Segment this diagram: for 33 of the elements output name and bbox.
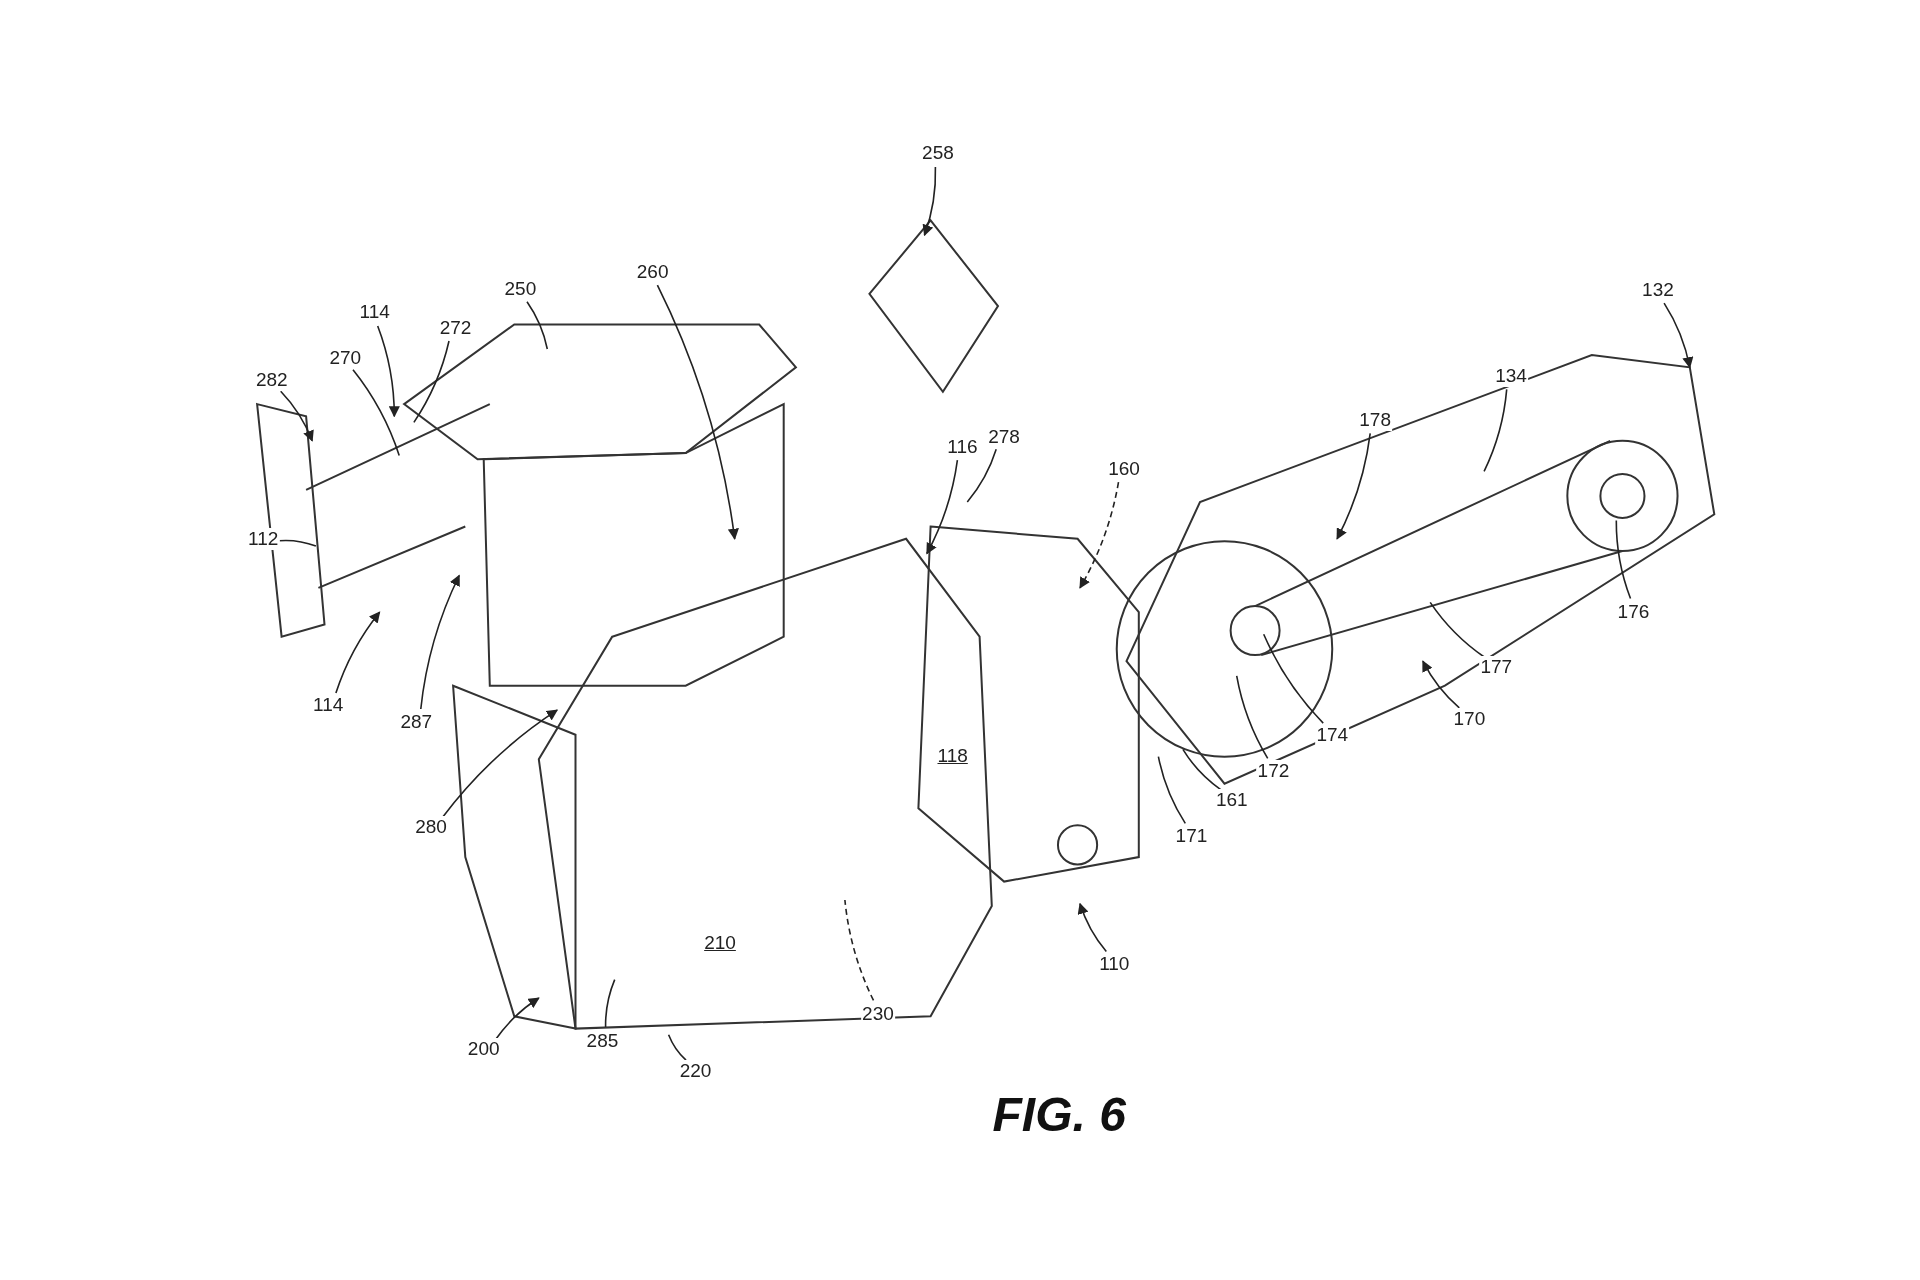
leader-line [844,899,875,1002]
leader-line [1429,601,1486,659]
part-label: 210 [704,931,736,954]
reference-numeral: 112 [247,527,280,550]
leader-line [667,1033,687,1061]
leader-arrow [656,284,739,540]
leader-line [1262,633,1324,724]
leader-line [352,369,400,457]
leader-arrow [279,390,314,442]
leader-arrow [335,611,381,694]
leader-line [413,340,450,424]
leader-line [1235,675,1269,760]
leader-arrow [442,709,559,818]
figure-caption: FIG. 6 [992,1086,1126,1142]
leader-line [1182,748,1222,791]
leader-arrow [1663,302,1694,369]
leader-arrow [420,574,460,710]
leader-arrow [1077,902,1108,953]
leader-line [526,301,549,350]
leader-arrow [926,459,959,555]
leader-arrow [1422,660,1461,709]
leader-arrow [494,997,540,1041]
leader-line [278,539,317,547]
leader-line [1483,388,1508,473]
leader-line [966,448,997,503]
leader-line [604,978,616,1028]
leader-arrow [1079,481,1120,589]
leader-line [1615,519,1632,600]
part-label: 118 [937,744,968,767]
leader-line [1157,755,1187,825]
leader-arrow [1336,432,1371,540]
leader-arrow [922,166,937,237]
leader-arrow [376,325,400,418]
